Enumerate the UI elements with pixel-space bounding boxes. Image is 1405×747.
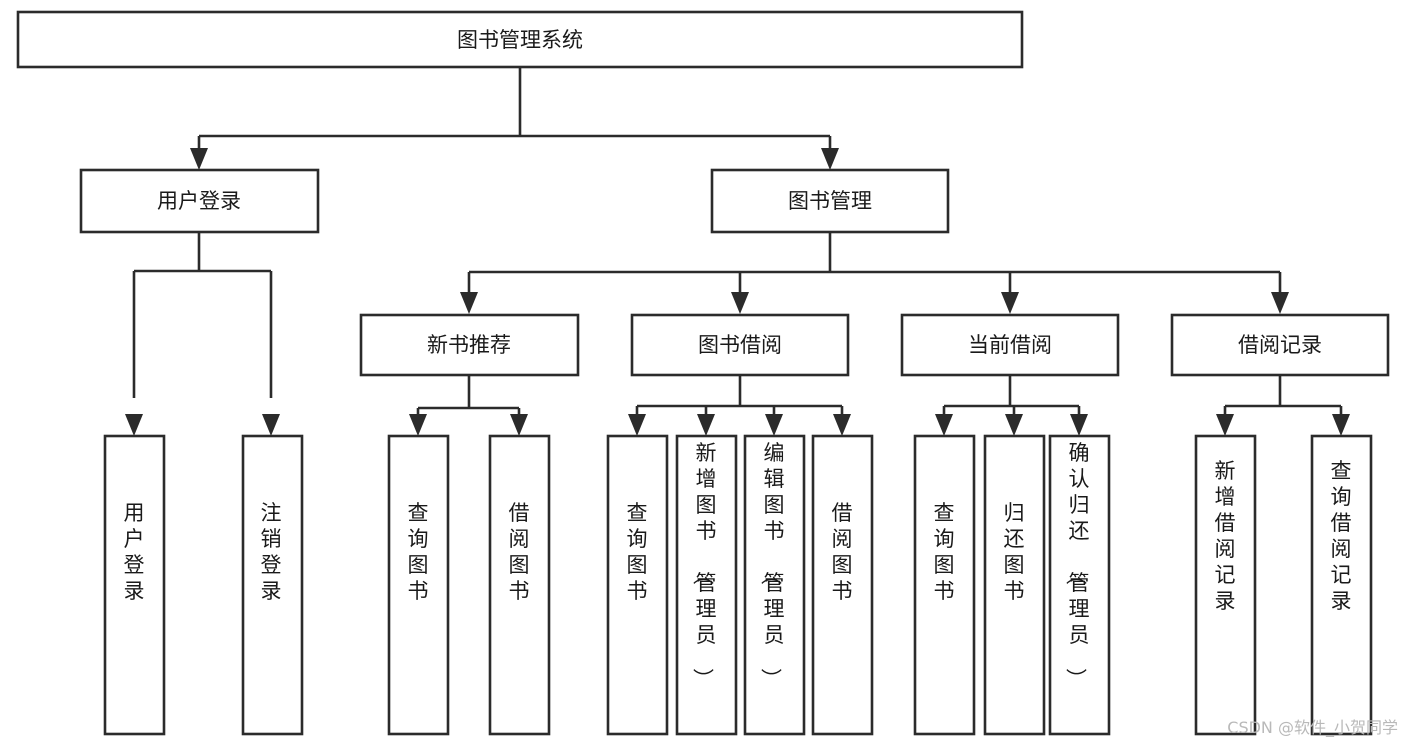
node-new-book-rec[interactable]: 新书推荐 <box>359 313 580 377</box>
arrow-leaf-return-book <box>1005 414 1023 436</box>
node-leaf-query-book-rec-label: 查询图书 <box>408 501 429 603</box>
node-leaf-borrow-book-rec-box[interactable] <box>488 434 551 736</box>
arrow-leaf-add-record <box>1216 414 1234 436</box>
node-leaf-user-login-box[interactable] <box>103 434 166 736</box>
node-user-login-label: 用户登录 <box>157 189 241 213</box>
node-leaf-return-book[interactable]: 归还图书 <box>983 434 1046 736</box>
node-book-borrow-label: 图书借阅 <box>698 333 782 357</box>
node-leaf-query-record[interactable]: 查询借阅记录 <box>1310 434 1373 736</box>
node-borrow-record-box[interactable] <box>1170 313 1390 377</box>
arrow-to-current-borrow <box>1001 292 1019 314</box>
node-leaf-confirm-return[interactable]: 确认归还（管理员） <box>1048 434 1111 736</box>
node-user-login-box[interactable] <box>79 168 320 234</box>
node-leaf-add-record-box[interactable] <box>1194 434 1257 736</box>
node-leaf-borrow-book-box[interactable] <box>811 434 874 736</box>
node-leaf-borrow-book-label: 借阅图书 <box>832 501 853 603</box>
arrow-leaf-query-book-borrow <box>628 414 646 436</box>
node-book-manage-box[interactable] <box>710 168 950 234</box>
csdn-watermark: CSDN @软件_小贺同学 <box>1227 718 1398 738</box>
node-book-borrow[interactable]: 图书借阅 <box>630 313 850 377</box>
node-leaf-query-book-rec[interactable]: 查询图书 <box>387 434 450 736</box>
node-leaf-add-book-box[interactable] <box>675 434 738 736</box>
node-leaf-query-book-rec-box[interactable] <box>387 434 450 736</box>
node-borrow-record[interactable]: 借阅记录 <box>1170 313 1390 377</box>
node-new-book-rec-box[interactable] <box>359 313 580 377</box>
node-leaf-query-book-current-label: 查询图书 <box>934 501 955 603</box>
node-root-label: 图书管理系统 <box>457 28 583 52</box>
node-root[interactable]: 图书管理系统 <box>16 10 1024 69</box>
node-leaf-query-book-borrow-box[interactable] <box>606 434 669 736</box>
node-leaf-user-login[interactable]: 用户登录 <box>103 434 166 736</box>
node-book-manage-label: 图书管理 <box>788 189 872 213</box>
node-root-box[interactable] <box>16 10 1024 69</box>
node-leaf-user-logout-label: 注销登录 <box>261 501 282 603</box>
arrow-leaf-add-book <box>697 414 715 436</box>
node-leaf-user-login-label: 用户登录 <box>124 501 145 603</box>
node-leaf-query-record-box[interactable] <box>1310 434 1373 736</box>
node-leaf-confirm-return-label: 确认归还（管理员） <box>1064 441 1090 689</box>
node-leaf-query-book-current-box[interactable] <box>913 434 976 736</box>
arrow-leaf-query-record <box>1332 414 1350 436</box>
arrow-leaf-edit-book <box>765 414 783 436</box>
node-leaf-add-book-label: 新增图书（管理员） <box>691 441 717 689</box>
node-user-login[interactable]: 用户登录 <box>79 168 320 234</box>
arrow-to-new-book-rec <box>460 292 478 314</box>
node-current-borrow[interactable]: 当前借阅 <box>900 313 1120 377</box>
node-leaf-query-book-current[interactable]: 查询图书 <box>913 434 976 736</box>
node-leaf-return-book-box[interactable] <box>983 434 1046 736</box>
arrow-leaf-query-book-current <box>935 414 953 436</box>
node-leaf-user-logout-box[interactable] <box>241 434 304 736</box>
node-book-manage[interactable]: 图书管理 <box>710 168 950 234</box>
node-leaf-borrow-book-rec-label: 借阅图书 <box>509 501 530 603</box>
node-leaf-return-book-label: 归还图书 <box>1004 501 1025 603</box>
node-leaf-edit-book-label: 编辑图书（管理员） <box>759 441 785 689</box>
node-leaf-add-record[interactable]: 新增借阅记录 <box>1194 434 1257 736</box>
arrow-leaf-user-login <box>125 414 143 436</box>
arrow-leaf-user-logout <box>262 414 280 436</box>
node-leaf-confirm-return-box[interactable] <box>1048 434 1111 736</box>
node-borrow-record-label: 借阅记录 <box>1238 333 1322 357</box>
node-leaf-edit-book-box[interactable] <box>743 434 806 736</box>
arrow-leaf-borrow-book <box>833 414 851 436</box>
node-leaf-borrow-book-rec[interactable]: 借阅图书 <box>488 434 551 736</box>
connector-layer <box>125 67 1350 436</box>
node-leaf-query-record-label: 查询借阅记录 <box>1331 459 1352 613</box>
arrow-leaf-borrow-book-rec <box>510 414 528 436</box>
node-leaf-query-book-borrow-label: 查询图书 <box>627 501 648 603</box>
node-leaf-user-logout[interactable]: 注销登录 <box>241 434 304 736</box>
arrow-leaf-query-book-rec <box>409 414 427 436</box>
node-current-borrow-label: 当前借阅 <box>968 333 1052 357</box>
arrow-to-user-login <box>190 148 208 170</box>
node-leaf-edit-book[interactable]: 编辑图书（管理员） <box>743 434 806 736</box>
node-current-borrow-box[interactable] <box>900 313 1120 377</box>
arrow-to-book-borrow <box>731 292 749 314</box>
node-leaf-add-book[interactable]: 新增图书（管理员） <box>675 434 738 736</box>
node-new-book-rec-label: 新书推荐 <box>427 333 511 357</box>
node-leaf-query-book-borrow[interactable]: 查询图书 <box>606 434 669 736</box>
arrow-to-borrow-record <box>1271 292 1289 314</box>
node-book-borrow-box[interactable] <box>630 313 850 377</box>
arrow-leaf-confirm-return <box>1070 414 1088 436</box>
node-leaf-add-record-label: 新增借阅记录 <box>1215 459 1236 613</box>
node-leaf-borrow-book[interactable]: 借阅图书 <box>811 434 874 736</box>
arrow-to-book-manage <box>821 148 839 170</box>
